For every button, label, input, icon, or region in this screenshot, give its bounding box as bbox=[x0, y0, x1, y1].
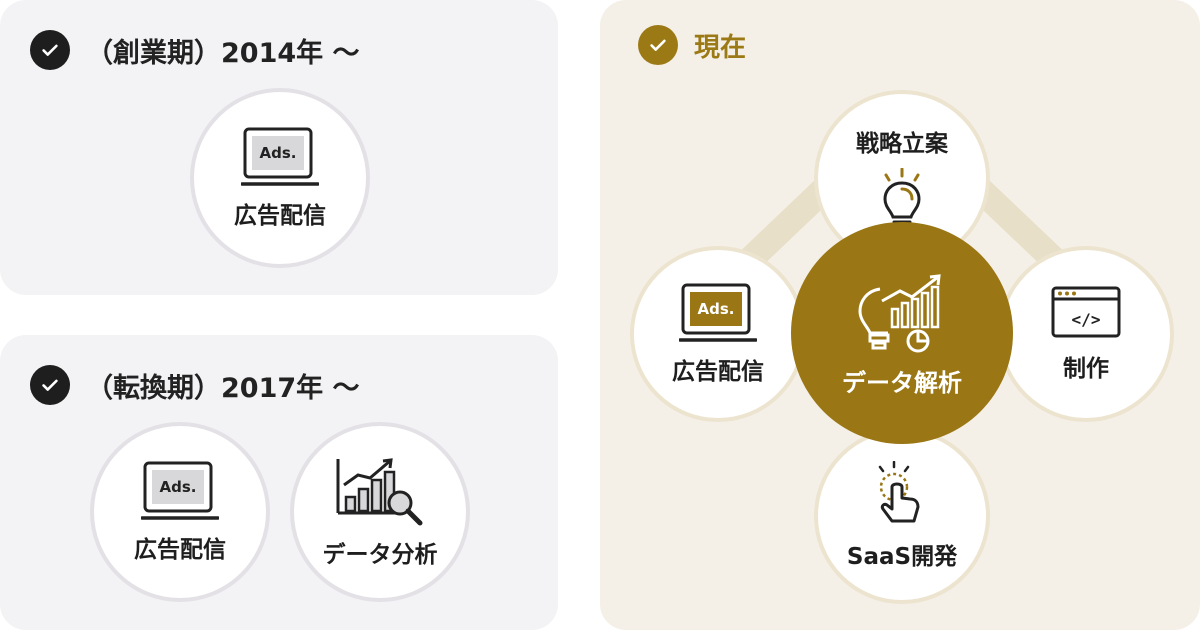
phase-header: （転換期）2017年 〜 bbox=[30, 365, 360, 405]
service-label: SaaS開発 bbox=[846, 544, 958, 570]
service-ads: Ads. 広告配信 bbox=[90, 422, 270, 602]
ads-badge-text: Ads. bbox=[698, 300, 735, 318]
service-ads: Ads. 広告配信 bbox=[630, 246, 806, 422]
check-icon bbox=[30, 365, 70, 405]
phase-2014-panel: （創業期）2014年 〜 Ads. 広告配信 bbox=[0, 0, 558, 295]
code-symbol: </> bbox=[1072, 310, 1101, 329]
ads-monitor-icon: Ads. bbox=[679, 283, 757, 342]
ads-monitor-icon: Ads. bbox=[241, 127, 319, 186]
service-label: 制作 bbox=[1063, 356, 1109, 382]
phase-current-panel: 現在 戦略立案 Ads. 広告配信 bbox=[600, 0, 1200, 630]
service-label: 広告配信 bbox=[672, 359, 764, 385]
phase-header: 現在 bbox=[638, 25, 746, 65]
service-label: 広告配信 bbox=[234, 203, 326, 229]
lightbulb-analytics-icon bbox=[858, 273, 941, 352]
phase-2017-panel: （転換期）2017年 〜 Ads. 広告配信 データ分析 bbox=[0, 335, 558, 630]
service-ads: Ads. 広告配信 bbox=[190, 88, 370, 268]
center-data-analysis: データ解析 bbox=[791, 222, 1013, 444]
ads-badge-text: Ads. bbox=[160, 478, 197, 496]
service-data-analysis: データ分析 bbox=[290, 422, 470, 602]
service-label: データ分析 bbox=[322, 542, 438, 568]
tap-finger-icon bbox=[878, 461, 920, 523]
ads-monitor-icon: Ads. bbox=[141, 461, 219, 520]
service-label: 広告配信 bbox=[134, 537, 226, 563]
phase-title: 現在 bbox=[694, 32, 747, 63]
check-icon bbox=[30, 30, 70, 70]
service-production: </> 制作 bbox=[998, 246, 1174, 422]
service-label: 戦略立案 bbox=[856, 131, 948, 157]
phase-header: （創業期）2014年 〜 bbox=[30, 30, 360, 70]
check-icon bbox=[638, 25, 678, 65]
phase-title: （転換期）2017年 〜 bbox=[86, 372, 360, 404]
center-label: データ解析 bbox=[842, 368, 962, 397]
phase-title: （創業期）2014年 〜 bbox=[86, 37, 360, 69]
ads-badge-text: Ads. bbox=[260, 144, 297, 162]
code-window-icon: </> bbox=[1051, 286, 1121, 338]
bar-chart-magnifier-icon bbox=[336, 458, 423, 526]
service-saas: SaaS開発 bbox=[814, 428, 990, 604]
